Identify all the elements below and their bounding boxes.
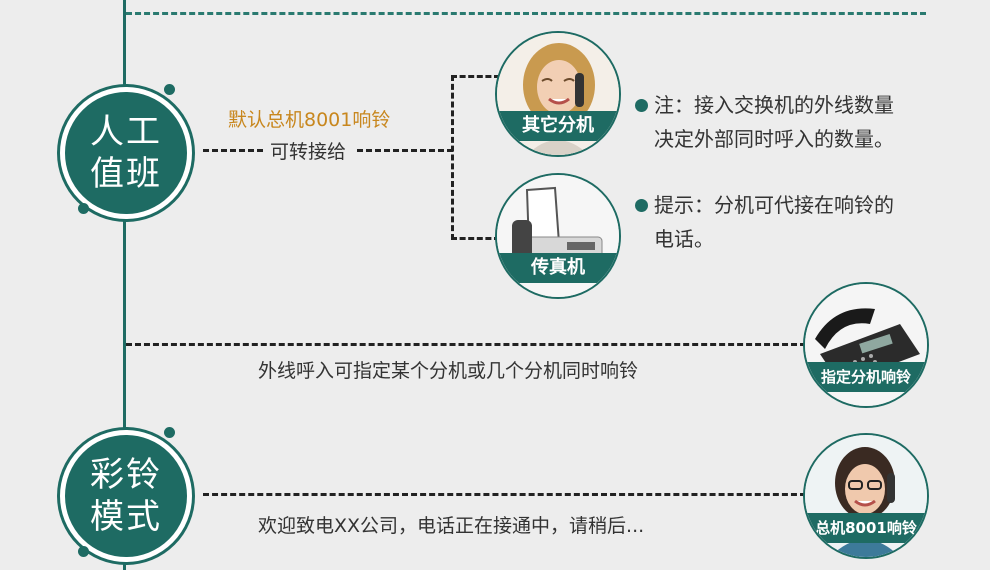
- other-extension-label: 其它分机: [497, 111, 619, 141]
- ringtone-mode-circle: 彩铃 模式: [60, 430, 192, 562]
- other-extension-photo: 其它分机: [495, 31, 621, 157]
- connector-line: [203, 149, 263, 152]
- assign-text: 外线呼入可指定某个分机或几个分机同时响铃: [258, 360, 639, 382]
- duty-title-line2: 值班: [90, 154, 162, 194]
- transfer-label: 可转接给: [270, 141, 347, 163]
- note-2-line1: 提示：分机可代接在响铃的: [654, 193, 894, 217]
- duty-mode-circle: 人工 值班: [60, 87, 192, 219]
- ringtone-badge: 总机8001响铃: [805, 513, 927, 543]
- default-ring-label: 默认总机8001响铃: [228, 109, 391, 131]
- ringtone-connector: [203, 493, 806, 496]
- dot: [164, 427, 175, 438]
- bullet: [635, 199, 648, 212]
- fax-photo: 传真机: [495, 173, 621, 299]
- ringtone-title-line1: 彩铃: [90, 455, 162, 495]
- connector-line: [357, 149, 453, 152]
- ringtone-title-line2: 模式: [90, 497, 162, 537]
- note-2-line2: 电话。: [654, 227, 714, 251]
- dot: [78, 546, 89, 557]
- duty-title-line1: 人工: [90, 112, 162, 152]
- note-1-line2: 决定外部同时呼入的数量。: [654, 127, 894, 151]
- note-1-line1: 注：接入交换机的外线数量: [654, 93, 894, 117]
- assign-divider: [126, 343, 806, 346]
- bracket: [451, 75, 500, 240]
- assign-photo: 指定分机响铃: [803, 282, 929, 408]
- note-2: 提示：分机可代接在响铃的 电话。: [654, 188, 894, 256]
- fax-label: 传真机: [497, 253, 619, 283]
- bullet: [635, 99, 648, 112]
- timeline-line: [123, 0, 126, 570]
- note-1: 注：接入交换机的外线数量 决定外部同时呼入的数量。: [654, 88, 894, 156]
- top-divider: [126, 12, 926, 15]
- assign-badge: 指定分机响铃: [805, 362, 927, 392]
- dot: [78, 203, 89, 214]
- ringtone-text: 欢迎致电XX公司，电话正在接通中，请稍后...: [258, 515, 645, 537]
- operator-photo: 总机8001响铃: [803, 433, 929, 559]
- dot: [164, 84, 175, 95]
